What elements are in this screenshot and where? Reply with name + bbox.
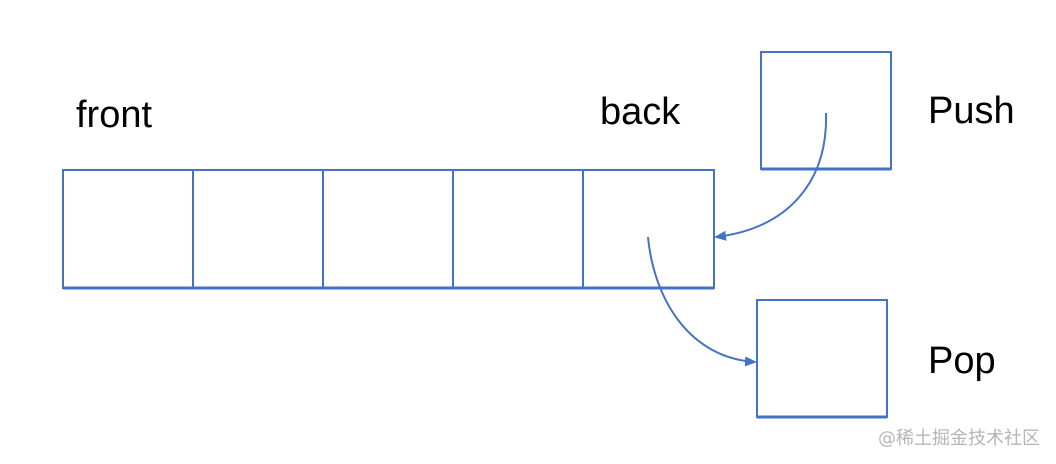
pop-label: Pop — [928, 340, 996, 382]
push-box — [760, 51, 892, 170]
push-label: Push — [928, 90, 1015, 132]
front-label: front — [76, 94, 153, 136]
watermark: @稀土掘金技术社区 — [878, 428, 1040, 449]
pop-arrow — [647, 236, 757, 367]
queue-cell-5 — [582, 169, 715, 289]
queue-cell-1 — [62, 169, 194, 289]
push-arrow — [714, 112, 828, 241]
back-label: back — [600, 91, 681, 133]
queue-cell-4 — [452, 169, 584, 289]
pop-box — [756, 299, 888, 418]
queue — [62, 169, 715, 290]
queue-cell-2 — [192, 169, 324, 289]
queue-cell-3 — [322, 169, 454, 289]
